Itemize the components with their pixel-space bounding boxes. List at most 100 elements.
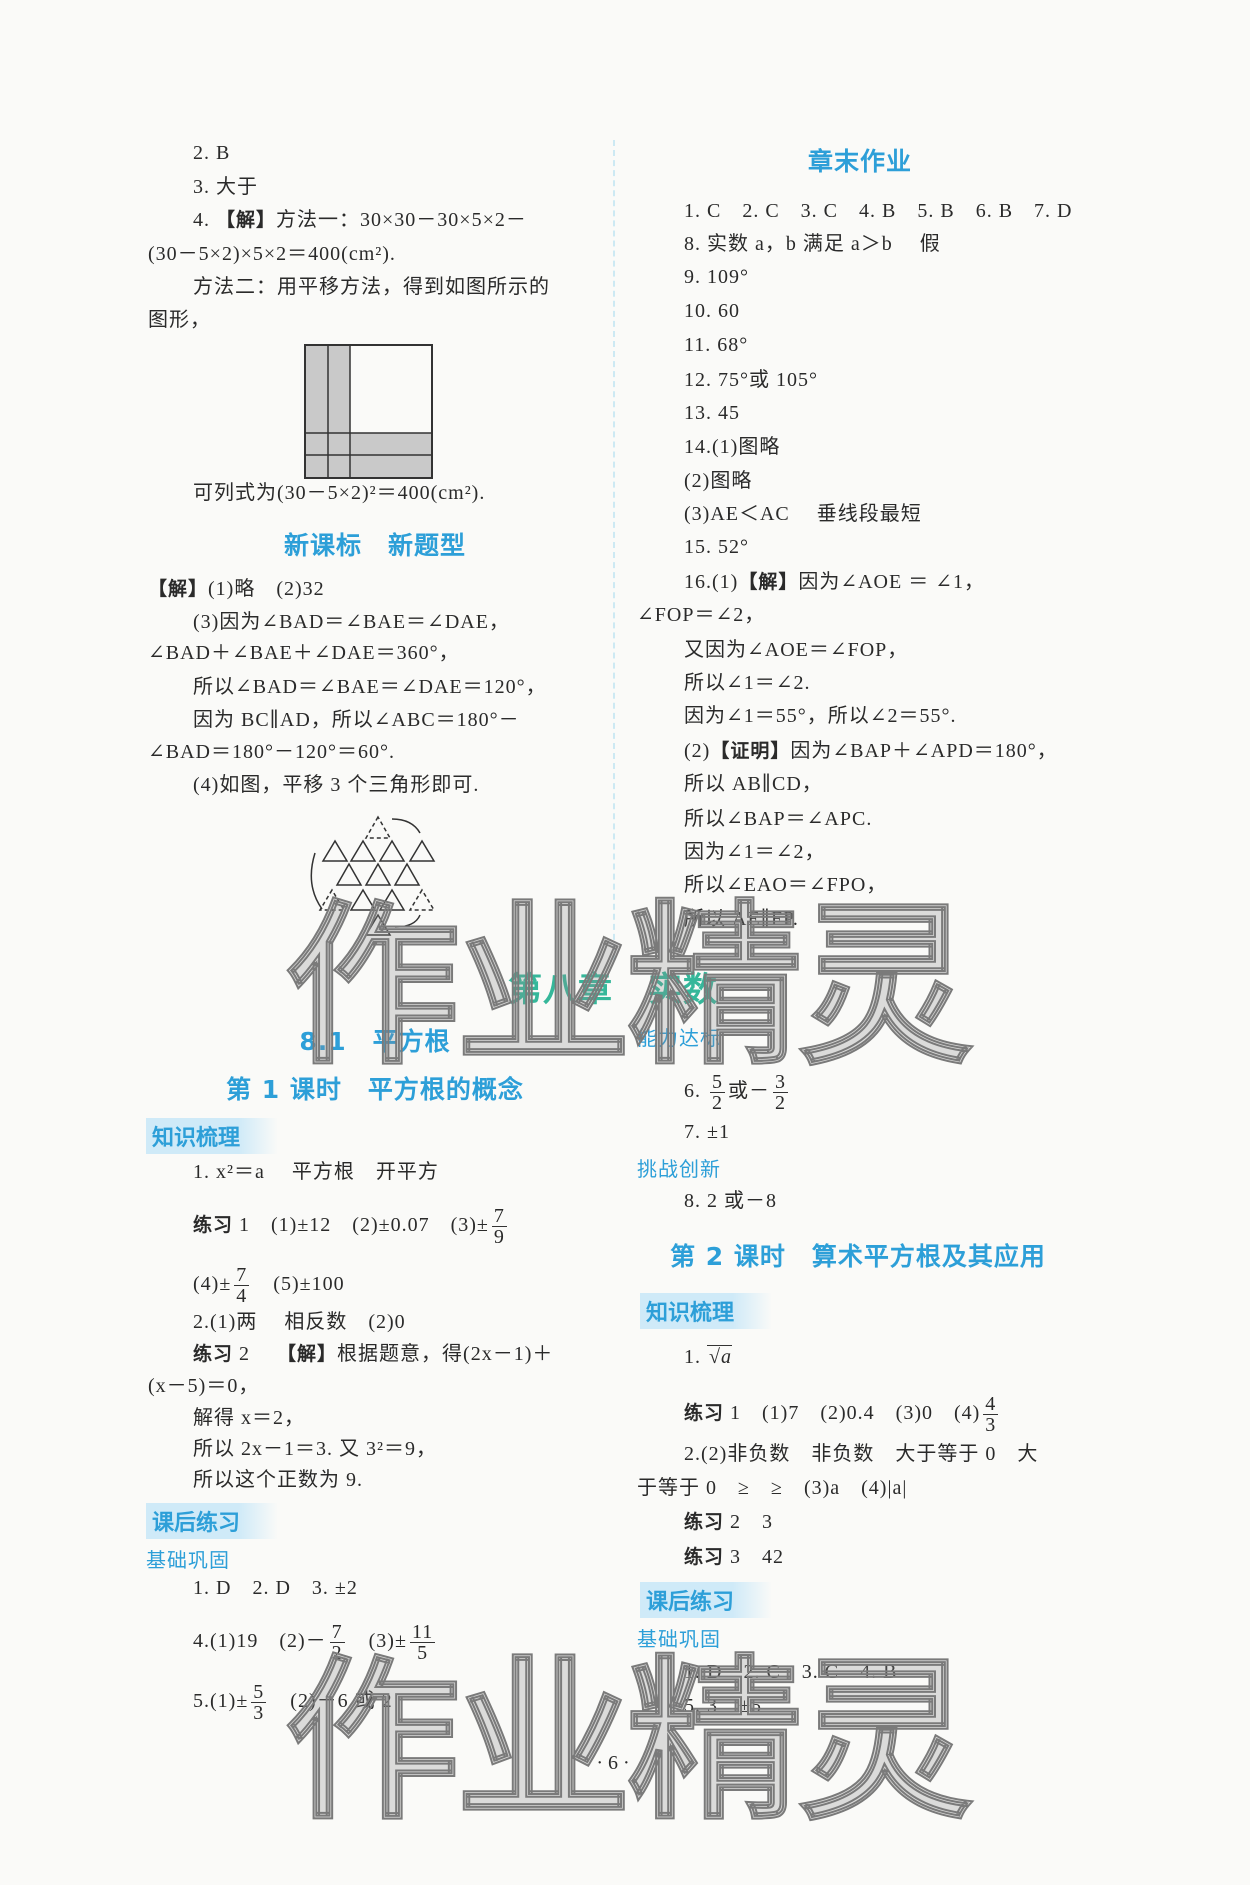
left-line: 1. D 2. D 3. ±2 <box>193 1576 358 1600</box>
text: (5)±100 <box>252 1273 345 1296</box>
left-line: 练习 2 【解】根据题意，得(2x－1)＋ <box>193 1342 553 1366</box>
bold-label: 练习 <box>684 1402 725 1425</box>
text: (2)图略 <box>684 470 753 492</box>
right-line: 所以 AE∥FP. <box>684 907 799 931</box>
text: (1)略 (2)32 <box>208 578 325 600</box>
text: 因为∠1＝∠2， <box>684 841 826 863</box>
text: 解得 x＝2， <box>193 1407 305 1429</box>
text: (3)± <box>347 1630 407 1653</box>
dashed-triangle <box>364 815 392 839</box>
text: 9. 109° <box>684 266 749 288</box>
text: 或－ <box>728 1080 770 1103</box>
text: 图形， <box>148 309 211 331</box>
triangle <box>335 862 363 886</box>
heading-section: 8.1 平方根 <box>299 1027 451 1056</box>
right-line: (2)图略 <box>684 469 752 493</box>
left-line: (4)如图，平移 3 个三角形即可. <box>193 773 479 797</box>
text: 可列式为(30－5×2)²＝400(cm²). <box>193 482 486 504</box>
text: (3)因为∠BAD＝∠BAE＝∠DAE， <box>193 611 510 633</box>
right-line: 9. 109° <box>684 265 749 289</box>
left-line: 所以这个正数为 9. <box>193 1468 363 1492</box>
right-line: 7. ±1 <box>684 1120 730 1144</box>
dashed-triangle <box>408 888 436 911</box>
watermark-top: 作业精灵 <box>284 885 974 1090</box>
left-line: 2.(1)两 相反数 (2)0 <box>193 1310 406 1334</box>
denominator: 9 <box>493 1226 505 1248</box>
denominator: 4 <box>236 1285 248 1307</box>
heading-after-class-2: 课后练习 <box>640 1582 773 1618</box>
dashed-triangle <box>318 888 346 911</box>
text: 方法一：30×30－30×5×2－ <box>276 209 527 231</box>
text: 根据题意，得(2x－1)＋ <box>337 1343 554 1365</box>
right-line: 8. 2 或－8 <box>684 1189 777 1213</box>
triangle-translation-figure <box>310 815 436 936</box>
right-line: 练习 2 3 <box>684 1510 773 1534</box>
text: 3 42 <box>724 1546 785 1568</box>
right-line: 12. 75°或 105° <box>684 368 818 392</box>
arrow-icon <box>391 818 421 834</box>
right-line: 所以∠BAP＝∠APC. <box>684 807 872 831</box>
right-line: 所以∠1＝∠2. <box>684 671 811 695</box>
text: 2 <box>233 1343 278 1365</box>
right-line: 8. 实数 a，b 满足 a＞b 假 <box>684 232 941 256</box>
bold-label: 练习 <box>193 1343 234 1365</box>
right-line: 15. 52° <box>684 535 749 559</box>
right-line: 1. a <box>684 1345 732 1369</box>
text: 所以 AE∥FP. <box>684 908 799 930</box>
bold-label: 【证明】 <box>710 740 791 762</box>
square-root: a <box>707 1345 732 1368</box>
text: (2)－6 或 2 <box>269 1690 393 1713</box>
left-line: (30－5×2)×5×2＝400(cm²). <box>148 242 396 266</box>
triangle <box>349 839 377 862</box>
triangle <box>408 839 436 862</box>
numerator: 7 <box>329 1621 345 1643</box>
right-line: 1. D 2. C 3. C 4. B <box>684 1660 897 1684</box>
triangle <box>364 913 392 936</box>
bold-label: 【解】 <box>216 209 277 231</box>
column-divider <box>613 140 615 960</box>
right-line: 1. C 2. C 3. C 4. B 5. B 6. B 7. D <box>684 199 1072 223</box>
text: 5. 3 ±5 <box>684 1695 762 1717</box>
bold-label: 练习 <box>684 1511 725 1533</box>
heading-basics-1: 基础巩固 <box>146 1550 230 1572</box>
numerator: 7 <box>234 1264 250 1286</box>
left-line: ∠BAD＋∠BAE＋∠DAE＝360°， <box>148 641 460 665</box>
text: 因为∠1＝55°，所以∠2＝55°. <box>684 705 957 727</box>
text: 所以 2x－1＝3. 又 3²＝9， <box>193 1438 437 1460</box>
left-line: 因为 BC∥AD，所以∠ABC＝180°－ <box>193 708 520 732</box>
left-line: 1. x²＝a 平方根 开平方 <box>193 1160 439 1184</box>
text: 7. ±1 <box>684 1121 730 1143</box>
bold-label: 练习 <box>684 1546 725 1568</box>
text: 所以∠BAP＝∠APC. <box>684 808 873 830</box>
text: 16.(1) <box>684 571 739 593</box>
heading-lesson-2: 第 2 课时 算术平方根及其应用 <box>670 1242 1046 1271</box>
triangle <box>378 888 406 911</box>
triangle <box>393 862 421 886</box>
watermark-bottom: 作业精灵 <box>284 1640 974 1845</box>
text: 1 (1)7 (2)0.4 (3)0 (4) <box>724 1402 981 1425</box>
text: 15. 52° <box>684 536 749 558</box>
left-line: 所以∠BAD＝∠BAE＝∠DAE＝120°， <box>193 675 547 699</box>
right-line: (3)AE＜AC 垂线段最短 <box>684 502 922 526</box>
numerator: 7 <box>491 1205 507 1227</box>
arrow-icon <box>310 852 323 910</box>
denominator: 3 <box>985 1414 997 1436</box>
right-line: 因为∠1＝∠2， <box>684 840 826 864</box>
bold-label: 【解】 <box>148 578 209 600</box>
left-line: 4. 【解】方法一：30×30－30×5×2－ <box>193 208 527 232</box>
text: (4)± <box>193 1273 232 1296</box>
bold-label: 练习 <box>193 1214 234 1237</box>
denominator: 3 <box>253 1702 265 1724</box>
text: 2. B <box>193 142 231 164</box>
text: 因为∠AOE ＝ ∠1， <box>798 571 985 593</box>
right-line: 13. 45 <box>684 401 740 425</box>
